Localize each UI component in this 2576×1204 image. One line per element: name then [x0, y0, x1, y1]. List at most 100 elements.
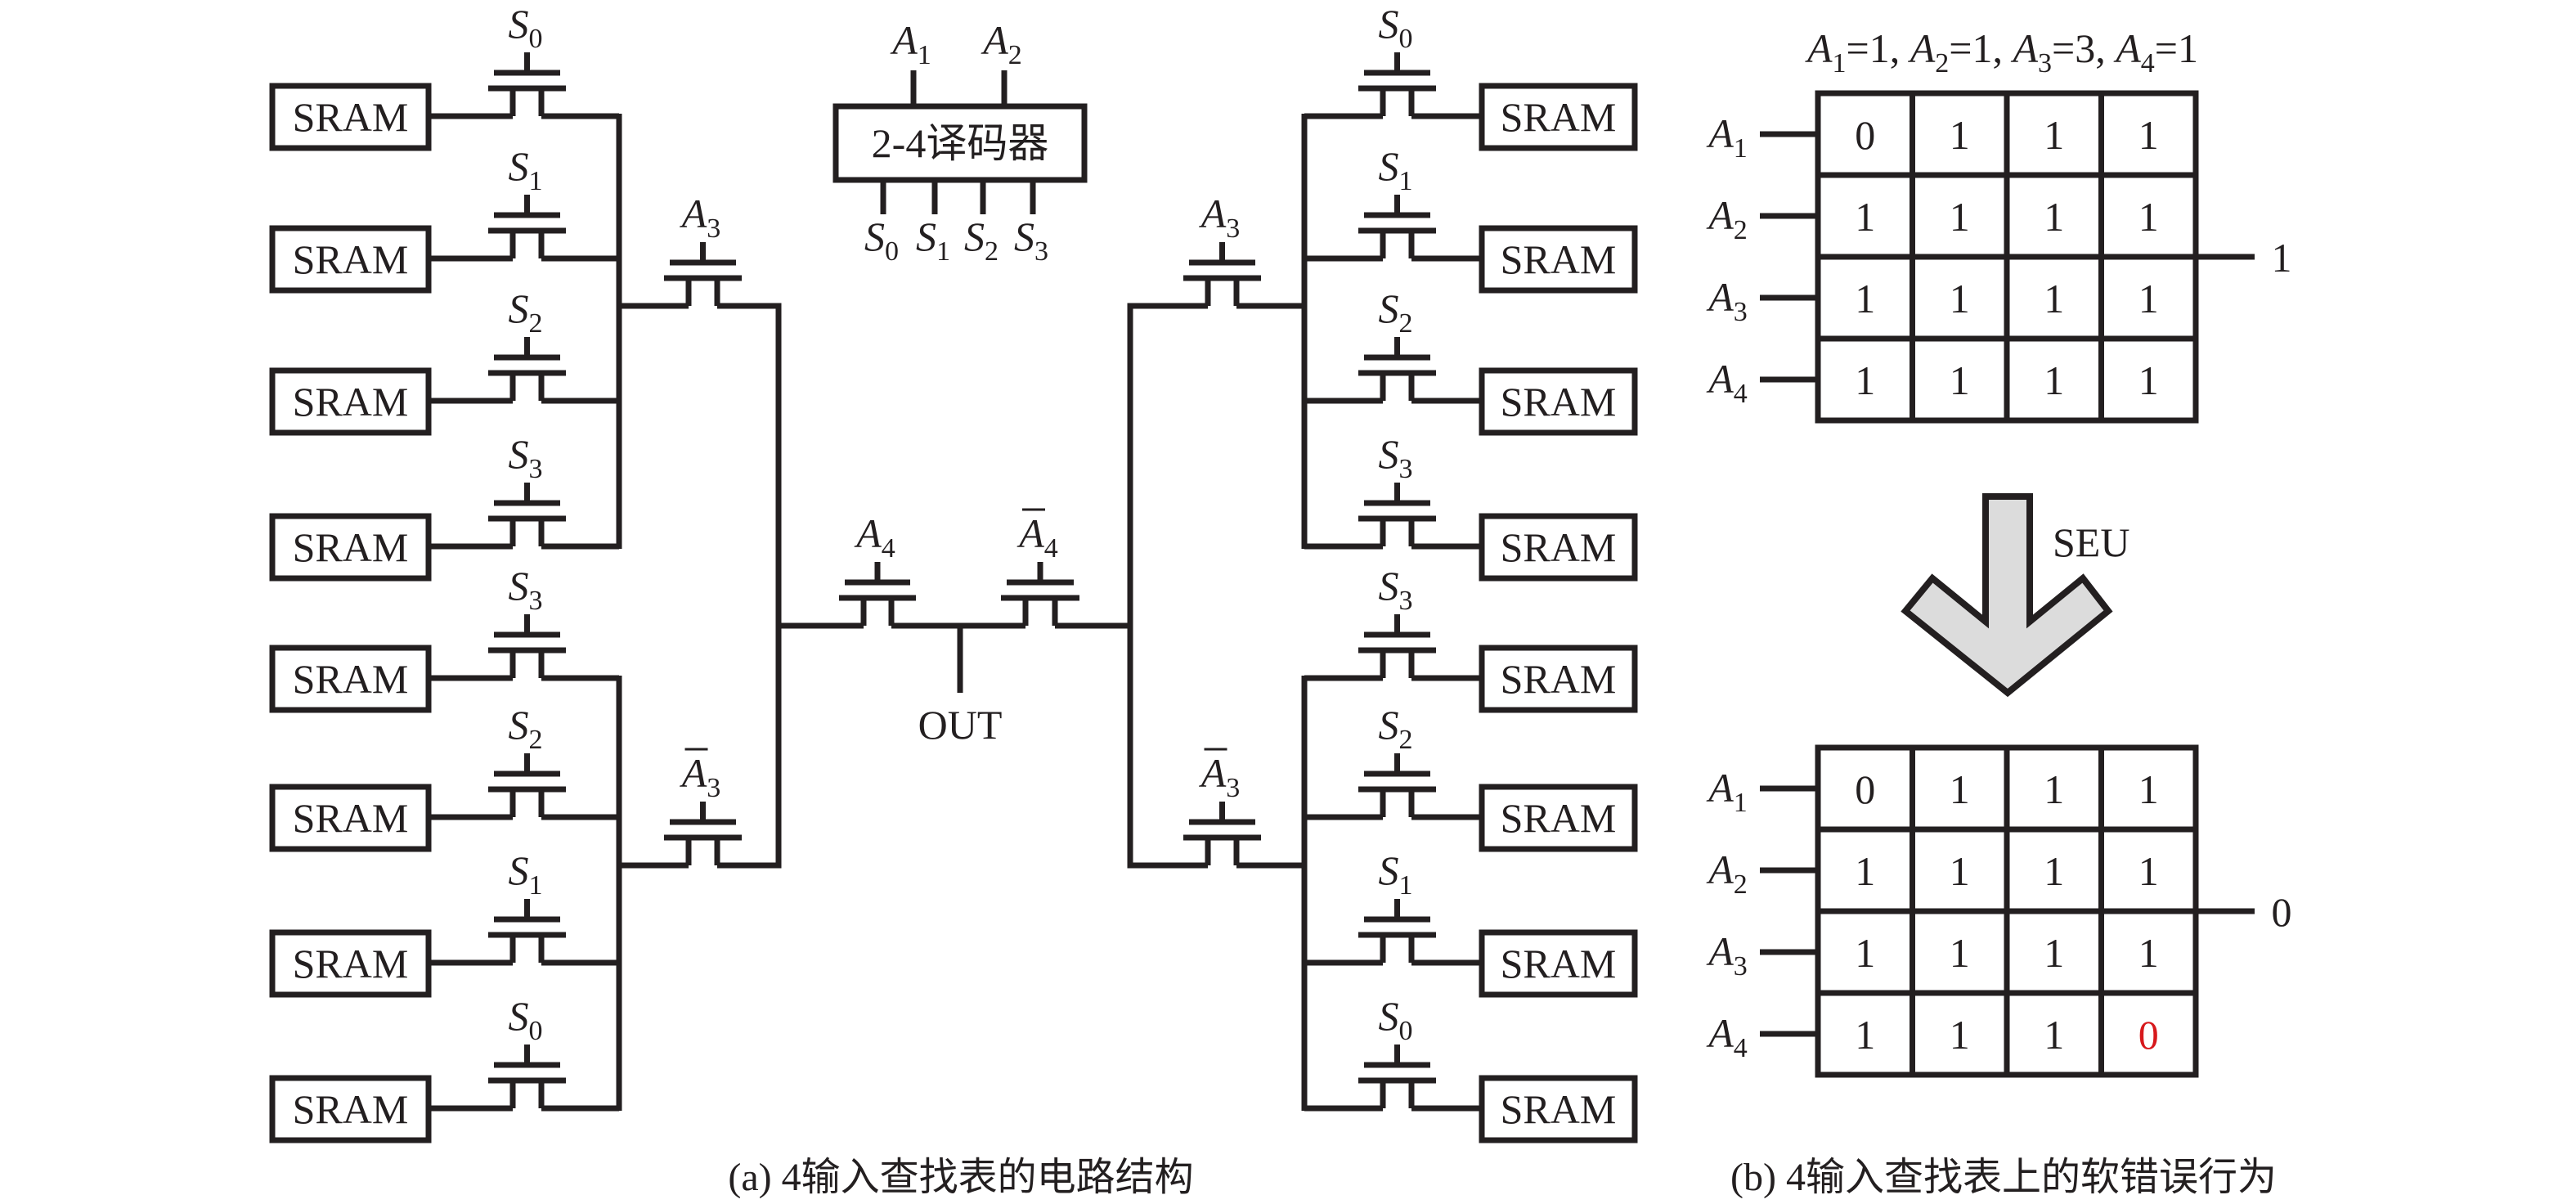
- gate-label: A4: [1016, 510, 1058, 564]
- gate-label: S1: [1379, 143, 1413, 196]
- gate-label: A3: [680, 191, 721, 244]
- wire: [717, 626, 782, 869]
- gate-label: S1: [1379, 847, 1413, 901]
- lut-bit: 1: [1950, 930, 1970, 976]
- select-transistor: S2: [488, 285, 566, 401]
- lut-bit: 1: [2044, 357, 2064, 403]
- lut-bit: 1: [2138, 930, 2159, 976]
- sram-box: [1479, 645, 1638, 713]
- sram-cell: SRAM: [269, 929, 432, 998]
- sram-cell: SRAM: [269, 1075, 432, 1143]
- sram-cell: SRAM: [1479, 1075, 1638, 1143]
- lut-cell: [1910, 335, 2010, 424]
- decoder-output-label: S1: [916, 213, 950, 267]
- a3-transistor: A3: [1183, 191, 1261, 306]
- row-label: A3: [1706, 274, 1748, 327]
- select-transistor: S1: [1358, 847, 1436, 963]
- lut-cell: [2098, 90, 2199, 178]
- decoder-box: [832, 103, 1088, 183]
- gate-label: S2: [1379, 285, 1413, 339]
- gate-label: S3: [1379, 563, 1413, 616]
- lut-bit: 1: [1950, 1012, 1970, 1058]
- lut-cell: [2098, 744, 2199, 833]
- lut-bit: 1: [2138, 848, 2159, 894]
- gate-label: A4: [854, 510, 895, 564]
- a4-transistor: A4: [839, 510, 916, 626]
- gate-label: A3: [1199, 191, 1241, 244]
- sram-box: [1479, 367, 1638, 436]
- sram-box: [1479, 784, 1638, 852]
- decoder-input-label: A1: [890, 17, 931, 70]
- decoder-output-label: S3: [1014, 213, 1048, 267]
- seu-label: SEU: [2053, 519, 2129, 565]
- sram-label: SRAM: [293, 941, 409, 986]
- row-label: A1: [1706, 110, 1748, 164]
- lut-bit: 1: [1950, 276, 1970, 321]
- row-label: A3: [1706, 928, 1748, 982]
- row-label: A4: [1706, 356, 1748, 409]
- gate-label: A3: [680, 750, 721, 803]
- sram-label: SRAM: [1501, 1086, 1617, 1132]
- gate-label: S0: [1379, 1, 1413, 54]
- lut-bit: 1: [2138, 766, 2159, 812]
- lut-bit: 1: [2044, 930, 2064, 976]
- lut-bit: 1: [2138, 112, 2159, 158]
- lut-cell: [1910, 254, 2010, 342]
- gate-label: S0: [509, 993, 543, 1046]
- sram-cell: SRAM: [1479, 784, 1638, 852]
- lut-bit: 1: [2138, 357, 2159, 403]
- lut-bit: 1: [2044, 848, 2064, 894]
- lut-cell: [1910, 826, 2010, 914]
- gate-label: A3: [1199, 750, 1241, 803]
- sram-label: SRAM: [1501, 236, 1617, 282]
- lut-cell: [2098, 254, 2199, 342]
- lut-cell: [2098, 990, 2199, 1078]
- sram-cell: SRAM: [1479, 929, 1638, 998]
- row-label: A1: [1706, 765, 1748, 818]
- decoder-output-label: S2: [964, 213, 999, 267]
- sram-label: SRAM: [1501, 524, 1617, 570]
- sram-cell: SRAM: [1479, 645, 1638, 713]
- lut-bit: 1: [1950, 194, 1970, 240]
- lut-cell: [2098, 335, 2199, 424]
- gate-label: S2: [1379, 702, 1413, 755]
- lut-cell: [1910, 90, 2010, 178]
- caption-a: (a) 4输入查找表的电路结构: [728, 1156, 1193, 1199]
- sram-cell: SRAM: [1479, 225, 1638, 294]
- lut-bit: 1: [1950, 112, 1970, 158]
- sram-label: SRAM: [293, 656, 409, 702]
- gate-label: S1: [509, 847, 543, 901]
- lut-bit: 1: [1950, 357, 1970, 403]
- sram-cell: SRAM: [269, 367, 432, 436]
- decoder-output-label: S0: [864, 213, 899, 267]
- lut-bit: 1: [2044, 276, 2064, 321]
- left-row-2: SRAM S2: [269, 285, 619, 436]
- caption-b: (b) 4输入查找表上的软错误行为: [1730, 1156, 2277, 1199]
- sram-cell: SRAM: [269, 513, 432, 582]
- select-transistor: S1: [488, 143, 566, 258]
- select-transistor: S2: [488, 702, 566, 817]
- sram-cell: SRAM: [269, 83, 432, 151]
- select-transistor: S3: [488, 563, 566, 678]
- lut-bit: 1: [2138, 276, 2159, 321]
- sram-label: SRAM: [1501, 94, 1617, 140]
- left-row-6: SRAM S1: [269, 847, 619, 998]
- a3-bar-transistor: A3: [1183, 748, 1261, 865]
- gate-label: S1: [509, 143, 543, 196]
- select-transistor: S3: [1358, 563, 1436, 678]
- sram-box: [269, 929, 432, 998]
- lut-bit: 0: [1855, 112, 1875, 158]
- sram-label: SRAM: [1501, 941, 1617, 986]
